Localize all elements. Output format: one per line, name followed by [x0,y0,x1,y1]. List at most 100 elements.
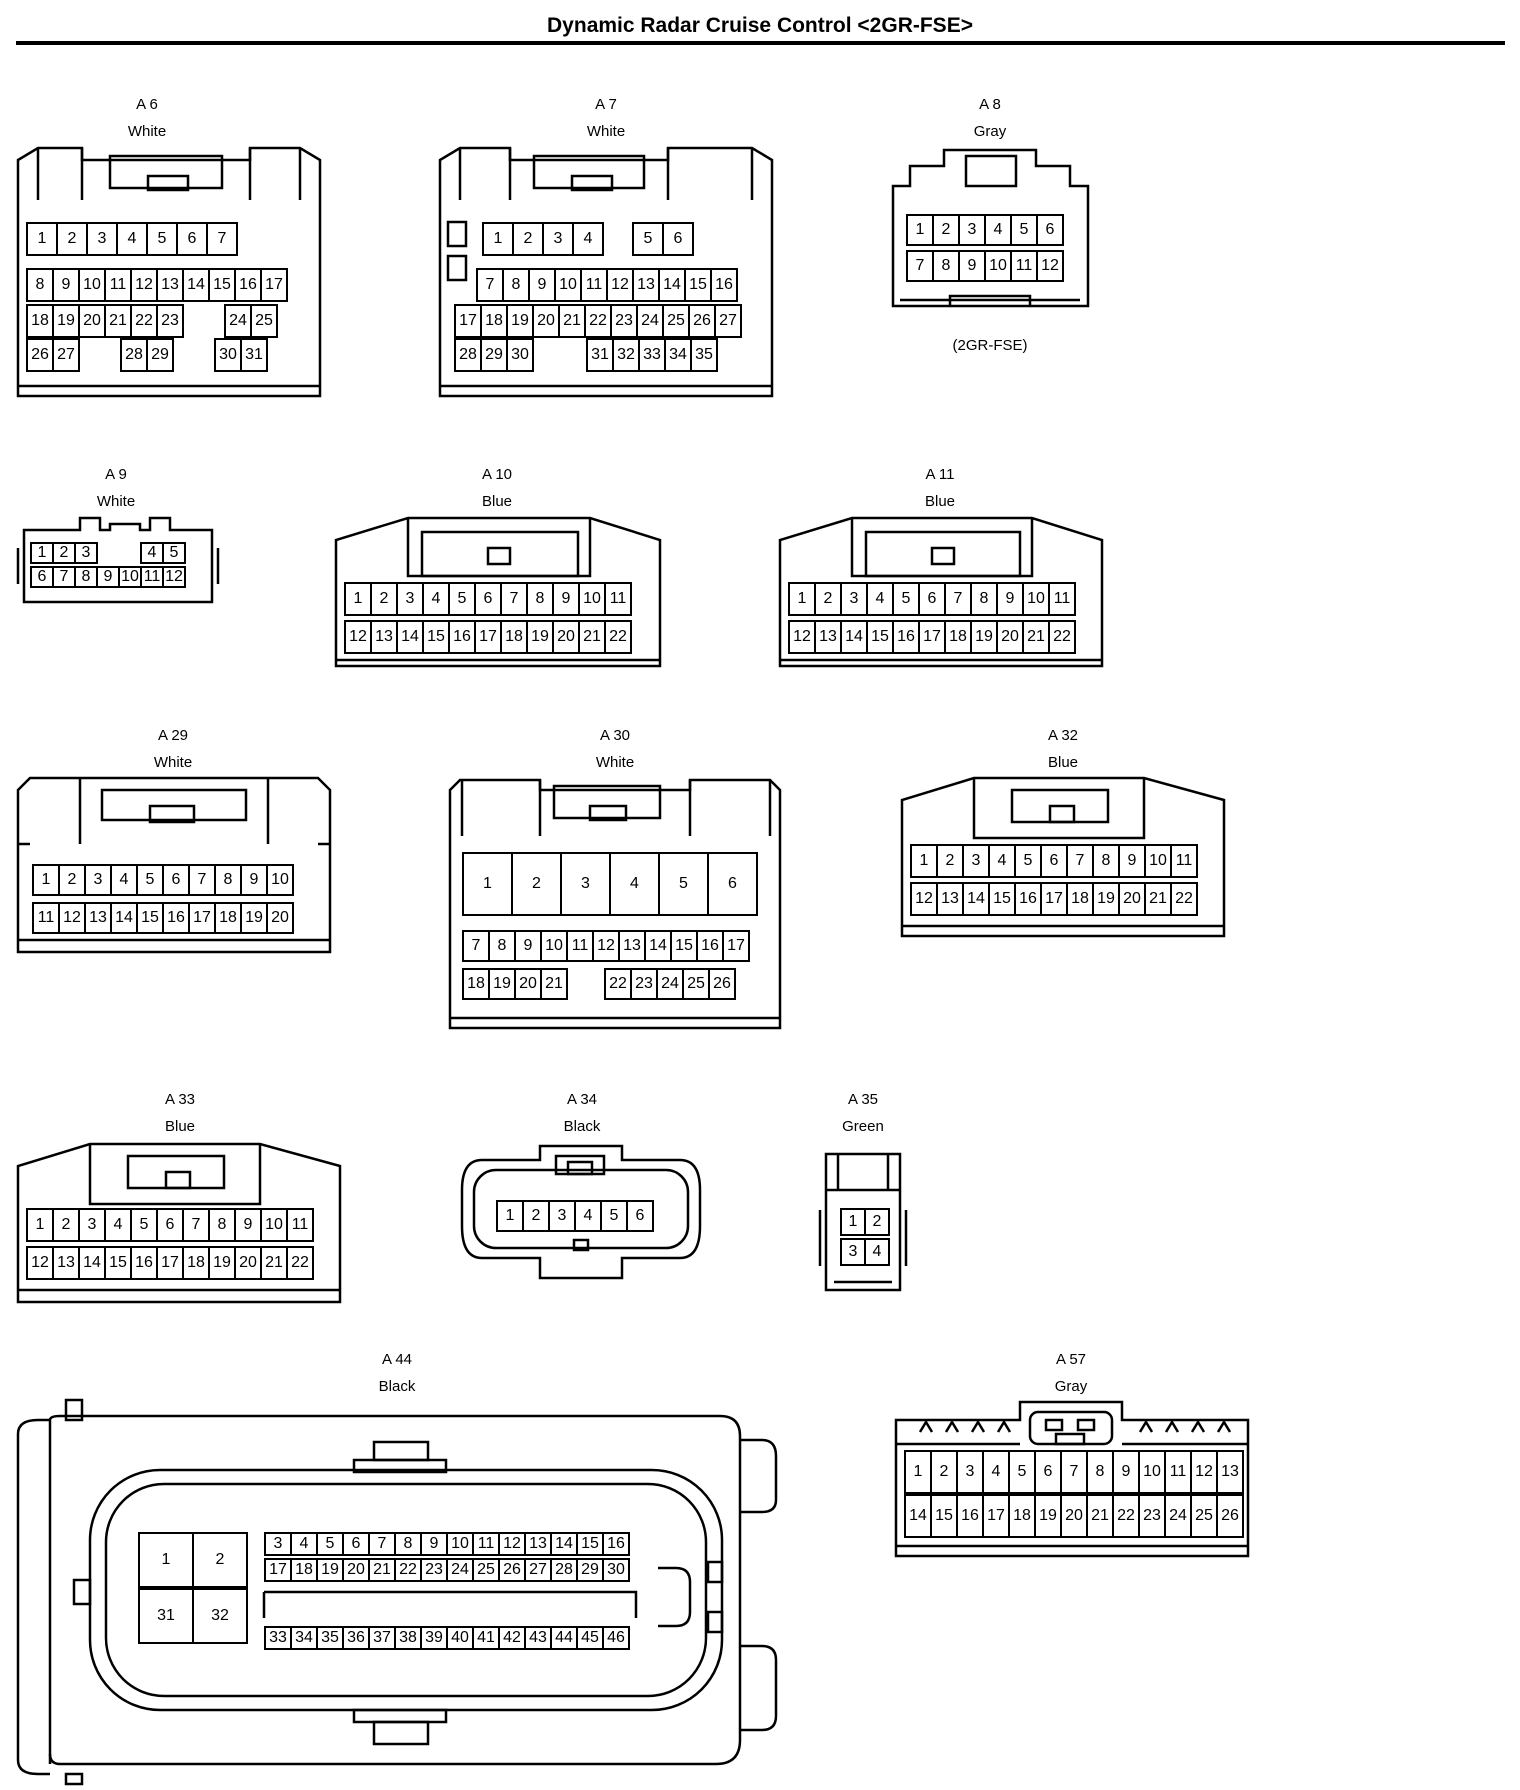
pin-5: 5 [162,542,186,564]
pin-1: 1 [462,852,513,916]
connector-a34-color: Black [563,1118,601,1135]
pin-12: 12 [1190,1450,1218,1494]
pin-1: 1 [482,222,514,256]
pin-3: 3 [542,222,574,256]
pin-15: 15 [670,930,698,962]
pin-7: 7 [1060,1450,1088,1494]
pin-13: 13 [618,930,646,962]
pin-2: 2 [930,1450,958,1494]
pin-4: 4 [290,1532,318,1556]
pin-17: 17 [982,1494,1010,1538]
connector-a7-color: White [586,123,626,140]
pin-38: 38 [394,1626,422,1650]
pin-12: 12 [498,1532,526,1556]
pin-17: 17 [1040,882,1068,916]
pin-14: 14 [182,268,210,302]
pin-25: 25 [682,968,710,1000]
pin-9: 9 [996,582,1024,616]
pin-7: 7 [182,1208,210,1242]
connector-a8-color: Gray [973,123,1007,140]
pin-2: 2 [58,864,86,896]
pin-3: 3 [956,1450,984,1494]
pin-30: 30 [602,1558,630,1582]
connector-a6-color: White [127,123,167,140]
pin-18: 18 [1066,882,1094,916]
connector-a9-label: A 9 [105,466,127,483]
pin-4: 4 [574,1200,602,1232]
pin-1: 1 [26,1208,54,1242]
pin-20: 20 [552,620,580,654]
pin-2: 2 [370,582,398,616]
pin-13: 13 [814,620,842,654]
pin-2: 2 [511,852,562,916]
pin-14: 14 [78,1246,106,1280]
pin-16: 16 [602,1532,630,1556]
connector-a8-label: A 8 [979,96,1001,113]
pin-32: 32 [612,338,640,372]
pin-24: 24 [656,968,684,1000]
pin-26: 26 [1216,1494,1244,1538]
pin-23: 23 [630,968,658,1000]
pin-2: 2 [192,1532,248,1588]
pin-6: 6 [1036,214,1064,246]
pin-19: 19 [1092,882,1120,916]
pin-6: 6 [1034,1450,1062,1494]
pin-4: 4 [572,222,604,256]
connector-a33-label: A 33 [164,1091,196,1108]
connector-a32-color: Blue [1047,754,1079,771]
pin-26: 26 [708,968,736,1000]
pin-35: 35 [316,1626,344,1650]
pin-24: 24 [1164,1494,1192,1538]
pin-31: 31 [240,338,268,372]
pin-14: 14 [904,1494,932,1538]
pin-14: 14 [644,930,672,962]
connector-a33-color: Blue [164,1118,196,1135]
pin-17: 17 [260,268,288,302]
pin-19: 19 [240,902,268,934]
pin-34: 34 [290,1626,318,1650]
pin-8: 8 [502,268,530,302]
pin-28: 28 [120,338,148,372]
pin-16: 16 [1014,882,1042,916]
connector-a10-color: Blue [481,493,513,510]
connector-a32-label: A 32 [1047,727,1079,744]
pin-7: 7 [188,864,216,896]
pin-10: 10 [260,1208,288,1242]
pin-27: 27 [52,338,80,372]
pin-9: 9 [528,268,556,302]
connector-a35-label: A 35 [847,1091,879,1108]
pin-31: 31 [586,338,614,372]
pin-14: 14 [658,268,686,302]
pin-2: 2 [522,1200,550,1232]
pin-10: 10 [554,268,582,302]
pin-32: 32 [192,1588,248,1644]
pin-20: 20 [1060,1494,1088,1538]
pin-5: 5 [130,1208,158,1242]
connector-a30-label: A 30 [599,727,631,744]
pin-17: 17 [264,1558,292,1582]
connector-a8-note: (2GR-FSE) [952,337,1028,354]
pin-42: 42 [498,1626,526,1650]
pin-22: 22 [604,620,632,654]
pin-3: 3 [74,542,98,564]
pin-22: 22 [1048,620,1076,654]
pin-7: 7 [462,930,490,962]
pin-5: 5 [600,1200,628,1232]
pin-6: 6 [1040,844,1068,878]
pin-25: 25 [662,304,690,338]
pin-12: 12 [592,930,620,962]
pin-22: 22 [1170,882,1198,916]
pin-12: 12 [606,268,634,302]
pin-7: 7 [1066,844,1094,878]
pin-18: 18 [1008,1494,1036,1538]
pin-21: 21 [1086,1494,1114,1538]
pin-14: 14 [962,882,990,916]
pin-23: 23 [1138,1494,1166,1538]
pin-20: 20 [996,620,1024,654]
pin-6: 6 [626,1200,654,1232]
pin-12: 12 [1036,250,1064,282]
